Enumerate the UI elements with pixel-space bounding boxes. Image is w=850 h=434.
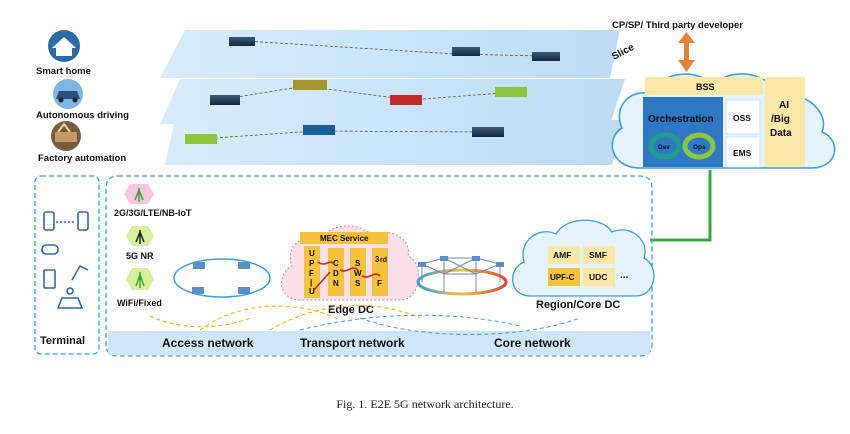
slice-row-label-smart-home: Smart home — [36, 66, 91, 77]
upf-char: | — [310, 278, 312, 287]
bss-label: BSS — [696, 82, 715, 92]
smf-box — [583, 246, 615, 264]
col2-char: C — [333, 259, 339, 268]
bss-box — [645, 77, 763, 95]
amf-label: AMF — [553, 250, 571, 260]
access-ring — [173, 258, 271, 298]
amf-box — [548, 246, 580, 264]
phone-icon — [43, 211, 55, 231]
slice-node — [229, 37, 255, 46]
slice-node — [495, 87, 527, 97]
meter-icon — [43, 269, 56, 289]
smf-label: SMF — [589, 250, 607, 260]
slice-node — [532, 52, 560, 61]
slice-row-label-factory-automation: Factory automation — [38, 153, 126, 164]
robot-arm-icon — [71, 264, 89, 281]
core-network-label: Core network — [494, 336, 571, 350]
smart-home-icon — [48, 30, 80, 62]
edge-column-4 — [372, 248, 388, 296]
transport-network-label: Transport network — [300, 336, 405, 350]
slice-node — [185, 134, 217, 144]
devops-icon: Dev Ops — [648, 132, 716, 160]
slice-node — [472, 127, 504, 137]
ai-bigdata-box — [765, 77, 805, 167]
slice-row-label-autonomous-driving: Autonomous driving — [36, 110, 129, 121]
upfc-label: UPF-C — [550, 273, 575, 282]
region-core-dc-label: Region/Core DC — [536, 299, 620, 311]
tech-label-5gnr: 5G NR — [126, 251, 154, 261]
more-label: ... — [620, 270, 629, 281]
phone-icon — [77, 211, 89, 231]
col3-char: S — [355, 259, 361, 268]
ai-label-line2: /Big — [771, 114, 790, 125]
ai-label-line1: AI — [779, 100, 789, 111]
col3-char: W — [354, 269, 362, 278]
orchestration-label: Orchestration — [648, 114, 714, 125]
slice-node — [303, 125, 335, 135]
col2-char: N — [333, 279, 339, 288]
third-party-char: 3 — [375, 255, 380, 264]
2g3g-lte-icon — [124, 184, 154, 204]
figure-caption: Fig. 1. E2E 5G network architecture. — [336, 397, 514, 411]
wifi-fixed-icon — [126, 268, 154, 290]
car-icon — [56, 297, 84, 309]
third-party-char: rd — [380, 257, 387, 264]
edge-upf-column — [304, 246, 320, 298]
5g-nr-icon — [126, 226, 154, 246]
tech-label-2g3g: 2G/3G/LTE/NB-IoT — [114, 208, 192, 218]
factory-automation-icon — [51, 121, 81, 151]
col3-char: S — [355, 279, 361, 288]
mec-service-box — [300, 232, 388, 244]
developer-label: CP/SP/ Third party developer — [612, 20, 743, 31]
autonomous-car-icon — [53, 79, 83, 109]
upf-char: U — [309, 249, 315, 258]
ems-box — [725, 136, 761, 168]
upfc-box — [548, 268, 580, 286]
access-network-label: Access network — [162, 336, 254, 350]
management-link — [650, 170, 712, 242]
slice-node — [210, 95, 240, 105]
upf-char: F — [309, 269, 314, 278]
col2-char: D — [333, 269, 339, 278]
network-label-band — [108, 331, 650, 355]
transport-mesh — [416, 256, 508, 296]
ems-label: EMS — [733, 148, 752, 158]
network-interconnect-arcs — [149, 305, 581, 335]
terminal-panel — [34, 175, 100, 355]
gamepad-icon — [41, 244, 59, 255]
ai-label-line3: Data — [770, 128, 792, 139]
developer-arrow — [678, 32, 695, 72]
ops-label: Ops — [693, 144, 706, 151]
third-party-char: F — [377, 279, 382, 288]
oss-box — [725, 99, 761, 135]
terminal-label: Terminal — [40, 335, 85, 347]
mec-service-label: MEC Service — [320, 234, 369, 243]
network-panel — [105, 175, 653, 357]
upf-char: P — [309, 259, 315, 268]
udc-label: UDC — [589, 272, 607, 282]
edge-column-2 — [328, 248, 344, 296]
dev-label: Dev — [658, 144, 670, 151]
edge-column-3 — [350, 248, 366, 296]
tech-label-wifi: WiFi/Fixed — [117, 298, 162, 308]
slice-node — [452, 47, 480, 56]
udc-box — [583, 268, 615, 286]
terminal-devices — [41, 211, 89, 309]
slice-node — [390, 95, 422, 105]
slice-node — [293, 80, 327, 90]
slice-plane-smart-home — [160, 30, 620, 78]
slice-plane-factory-automation — [165, 120, 625, 165]
oss-label: OSS — [733, 113, 751, 123]
upf-char: U — [309, 287, 315, 296]
edge-red-links — [313, 261, 381, 291]
